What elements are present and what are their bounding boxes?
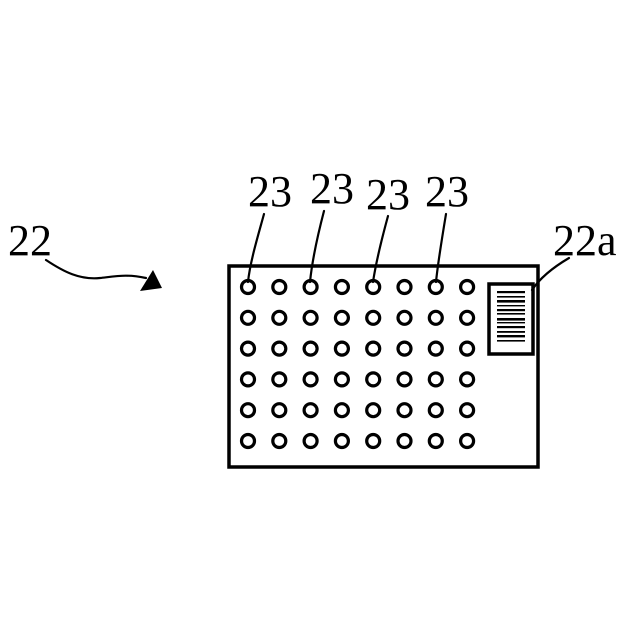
well-circle: [367, 435, 380, 448]
well-circle: [304, 342, 317, 355]
well-circle: [429, 404, 442, 417]
well-circle: [335, 311, 348, 324]
well-circle: [335, 404, 348, 417]
barcode-stripe: [497, 318, 525, 321]
well-circle: [335, 435, 348, 448]
well-circle: [273, 373, 286, 386]
well-circle: [461, 281, 474, 294]
well-circle: [461, 342, 474, 355]
barcode-label: [489, 284, 533, 354]
well-leader-1: [248, 214, 264, 282]
well-circle: [242, 373, 255, 386]
label-well-3: 23: [366, 170, 410, 219]
well-circle: [242, 342, 255, 355]
well-circle: [398, 311, 411, 324]
well-circle: [273, 404, 286, 417]
barcode-stripe: [497, 296, 525, 298]
barcode-stripe: [497, 305, 525, 306]
well-circle: [335, 281, 348, 294]
barcode-stripe: [497, 309, 525, 311]
well-circle: [304, 435, 317, 448]
label-well-2: 23: [310, 164, 354, 213]
well-circle: [367, 342, 380, 355]
well-circle: [367, 373, 380, 386]
label-plate: 22: [8, 216, 52, 265]
well-leader-2: [310, 211, 324, 282]
well-circle: [304, 404, 317, 417]
barcode-stripe: [497, 335, 525, 337]
well-circle: [273, 311, 286, 324]
well-circle: [273, 435, 286, 448]
well-circle: [242, 311, 255, 324]
barcode-stripe: [497, 331, 525, 333]
plate-pointer-arrowhead: [140, 270, 162, 291]
well-circle: [304, 311, 317, 324]
well-circle: [461, 311, 474, 324]
well-circle: [429, 435, 442, 448]
well-circle: [398, 373, 411, 386]
barcode-stripe: [497, 340, 525, 342]
well-circle: [273, 342, 286, 355]
well-circle: [429, 342, 442, 355]
well-circle: [398, 435, 411, 448]
well-circle: [398, 404, 411, 417]
barcode-stripe: [497, 300, 525, 303]
well-circle: [273, 281, 286, 294]
well-circle: [242, 404, 255, 417]
plate-pointer-curve: [46, 260, 146, 278]
barcode-stripe: [497, 313, 525, 315]
barcode-stripe: [497, 322, 525, 323]
well-circle: [429, 311, 442, 324]
barcode-stripe: [497, 326, 525, 328]
well-leader-4: [436, 214, 446, 282]
well-circle: [367, 404, 380, 417]
well-grid: [242, 281, 474, 448]
well-circle: [304, 373, 317, 386]
well-circle: [461, 373, 474, 386]
label-well-1: 23: [248, 167, 292, 216]
label-well-4: 23: [425, 167, 469, 216]
well-circle: [335, 342, 348, 355]
well-circle: [461, 404, 474, 417]
well-circle: [429, 373, 442, 386]
well-circle: [242, 435, 255, 448]
well-circle: [367, 311, 380, 324]
well-circle: [335, 373, 348, 386]
well-circle: [398, 342, 411, 355]
label-barcode: 22a: [553, 216, 617, 265]
well-circle: [398, 281, 411, 294]
well-leader-3: [373, 216, 388, 282]
well-circle: [461, 435, 474, 448]
barcode-stripe: [497, 291, 525, 293]
